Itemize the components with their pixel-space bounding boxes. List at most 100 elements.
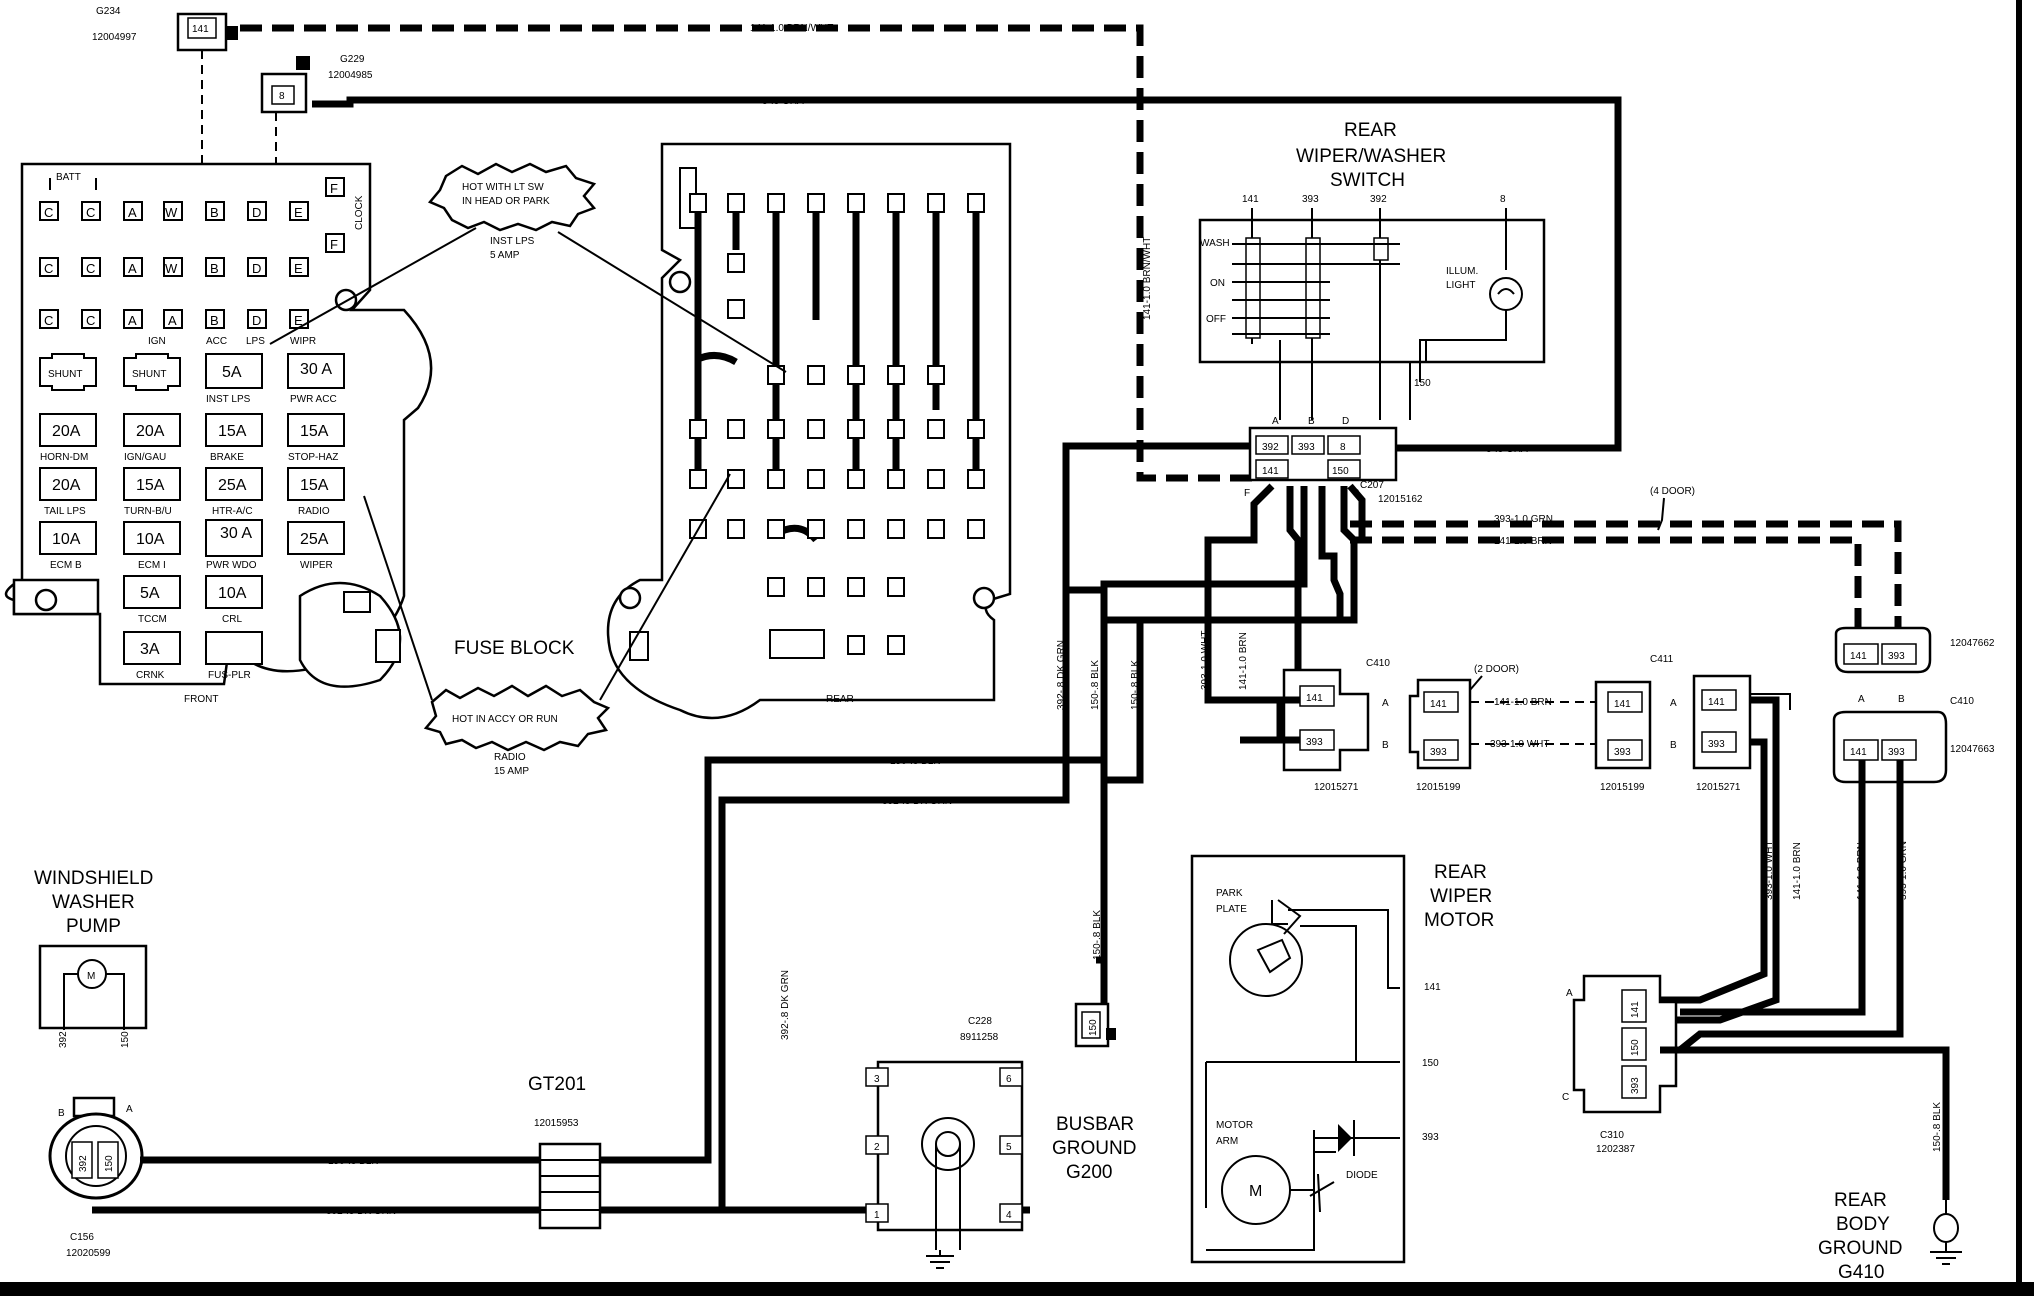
c207-name: C207 xyxy=(1360,480,1384,491)
diagram-label: 141 xyxy=(1850,747,1867,758)
diagram-label: C xyxy=(44,205,53,220)
diagram-label: 393 xyxy=(1306,737,1323,748)
diagram-label: ECM I xyxy=(138,560,166,571)
connector-c411-b: A B 141 393 12015271 xyxy=(1670,674,1791,793)
connector-busbar-pin: 150 xyxy=(1074,1002,1116,1048)
wire-150-blk-rr: 150-.8 BLK xyxy=(1932,1102,1943,1152)
fuse-row-5: 5A TCCM 10A CRL xyxy=(123,575,263,625)
diagram-label: 15A xyxy=(218,423,247,440)
diagram-label: PLATE xyxy=(1216,904,1247,915)
diagram-label: 393 xyxy=(1430,747,1447,758)
diagram-label: C xyxy=(1562,1092,1569,1103)
fuse-block-title: FUSE BLOCK xyxy=(454,638,575,659)
connector-c228: C228 8911258 3 2 1 6 5 4 xyxy=(865,1016,1024,1269)
connector-c310: A C 141 150 393 C310 1202387 xyxy=(1562,974,1678,1155)
diagram-label: A xyxy=(1670,698,1677,709)
diagram-label: MOTOR xyxy=(1216,1120,1253,1131)
rear-switch-title-3: SWITCH xyxy=(1330,170,1405,191)
diagram-label: M xyxy=(1249,1183,1262,1200)
diagram-label: 141 xyxy=(1306,693,1323,704)
pos-on: ON xyxy=(1210,278,1225,289)
four-door-label: (4 DOOR) xyxy=(1650,486,1695,497)
diagram-label: 3 xyxy=(874,1074,880,1085)
diagram-label: 393 xyxy=(1630,1077,1641,1094)
page-border xyxy=(0,1282,2034,1296)
diagram-label: A xyxy=(1382,698,1389,709)
front-label: FRONT xyxy=(184,694,218,705)
pos-off: OFF xyxy=(1206,314,1226,325)
diagram-label: REAR xyxy=(1434,862,1487,883)
diagram-label: 150 xyxy=(1332,466,1349,477)
diagram-label: 25A xyxy=(218,477,247,494)
diagram-label: WINDSHIELD xyxy=(34,868,153,889)
switch-pin-141: 141 xyxy=(1242,194,1259,205)
diagram-label: RADIO xyxy=(298,506,330,517)
diagram-label: BUSBAR xyxy=(1056,1114,1134,1135)
rear-wiper-motor: REAR WIPER MOTOR PARK PLATE 141 150 MOTO… xyxy=(1190,854,1494,1264)
diagram-label: 150 xyxy=(1422,1058,1439,1069)
diagram-label: PWR ACC xyxy=(290,394,337,405)
diagram-label: 5 xyxy=(1006,1142,1012,1153)
wire-141-brn-r: 141-1.0 BRN xyxy=(1792,842,1803,900)
diagram-label: 393 xyxy=(1708,739,1725,750)
connector-g229: G229 12004985 8 xyxy=(260,54,373,114)
diagram-label: 20A xyxy=(136,423,165,440)
fuse-row-2: 20A HORN-DM 20A IGN/GAU 15A BRAKE 15A ST… xyxy=(39,413,345,463)
diagram-label: CRL xyxy=(222,614,242,625)
diagram-label: 393 xyxy=(1888,651,1905,662)
diagram-label: BODY xyxy=(1836,1214,1890,1235)
fuse-row-4: 10A ECM B 10A ECM I 30 A PWR WDO 25A WIP… xyxy=(39,519,345,571)
diagram-label: 30 A xyxy=(220,525,252,542)
g234-pin: 141 xyxy=(192,24,209,35)
clock-label: CLOCK xyxy=(354,195,365,230)
diagram-label: 15A xyxy=(300,423,329,440)
diagram-label: ACC xyxy=(206,336,227,347)
diagram-label: 10A xyxy=(52,531,81,548)
wire-150-blk-gt: 150-.8 BLK xyxy=(328,1156,378,1167)
diagram-label: WIPR xyxy=(290,336,316,347)
wire-150-blk-v2: 150-.8 BLK xyxy=(1130,660,1141,710)
connector-rr-top: 141 393 12047662 xyxy=(1834,626,1995,674)
diagram-label: 141 xyxy=(1708,697,1725,708)
diagram-label: 393 xyxy=(1298,442,1315,453)
hot-radio-text: HOT IN ACCY OR RUN xyxy=(452,714,558,725)
diagram-label: REAR xyxy=(1834,1190,1887,1211)
rear-body-ground: REAR BODY GROUND G410 xyxy=(1818,1190,1962,1283)
diagram-label: C xyxy=(86,261,95,276)
wire-150-blk-busbar: 150-.8 BLK xyxy=(1092,910,1103,960)
c228-part: 8911258 xyxy=(960,1032,999,1043)
diagram-label: G200 xyxy=(1066,1162,1112,1183)
diagram-label: 141 xyxy=(1430,699,1447,710)
callout-hot-radio: HOT IN ACCY OR RUN RADIO 15 AMP xyxy=(423,684,611,777)
rear-switch-title-2: WIPER/WASHER xyxy=(1296,146,1446,167)
terminal-row-3: C C A A B D E IGN ACC LPS WIPR xyxy=(39,309,316,347)
c410-b-part: 12015199 xyxy=(1416,782,1461,793)
diagram-label: ECM B xyxy=(50,560,82,571)
diagram-label: C410 xyxy=(1950,696,1974,707)
wire-392-dkgrn-v: 392-.8 DK GRN xyxy=(1056,640,1067,710)
fuse-shunt-row: SHUNT SHUNT 5A INST LPS 30 A PWR ACC xyxy=(39,353,345,405)
diagram-label: PWR WDO xyxy=(206,560,257,571)
wire-393-wht-mid: 393-1.0 WHT xyxy=(1490,739,1549,750)
diagram-label: HTR-A/C xyxy=(212,506,253,517)
diagram-label: W xyxy=(165,261,178,276)
diagram-label: B xyxy=(210,261,219,276)
f-label-2: F xyxy=(330,237,338,252)
diagram-label: 8 xyxy=(1340,442,1346,453)
diagram-label: TCCM xyxy=(138,614,167,625)
diagram-label: 15A xyxy=(300,477,329,494)
wire-141-brn: 141-1.0 BRN xyxy=(1494,536,1552,547)
diagram-label: E xyxy=(294,205,303,220)
terminal-row-1: C C A W B D E xyxy=(39,201,309,221)
radio-caption: RADIO xyxy=(494,752,526,763)
rear-label: REAR xyxy=(826,694,854,705)
radio-amp: 15 AMP xyxy=(494,766,529,777)
diagram-label: TURN-B/U xyxy=(124,506,172,517)
connector-c411: C411 141 393 12015199 xyxy=(1594,654,1674,793)
diagram-label: 6 xyxy=(1006,1074,1012,1085)
diagram-label: WIPER xyxy=(1430,886,1492,907)
wire-8-top: 8-.8 GRA xyxy=(762,96,804,107)
diagram-label: 3A xyxy=(140,641,160,658)
rear-wiper-washer-switch: REAR WIPER/WASHER SWITCH 141 393 392 8 W… xyxy=(1198,120,1546,420)
wire-392-dkgrn-gt: 392-.8 DK GRN xyxy=(326,1206,396,1217)
